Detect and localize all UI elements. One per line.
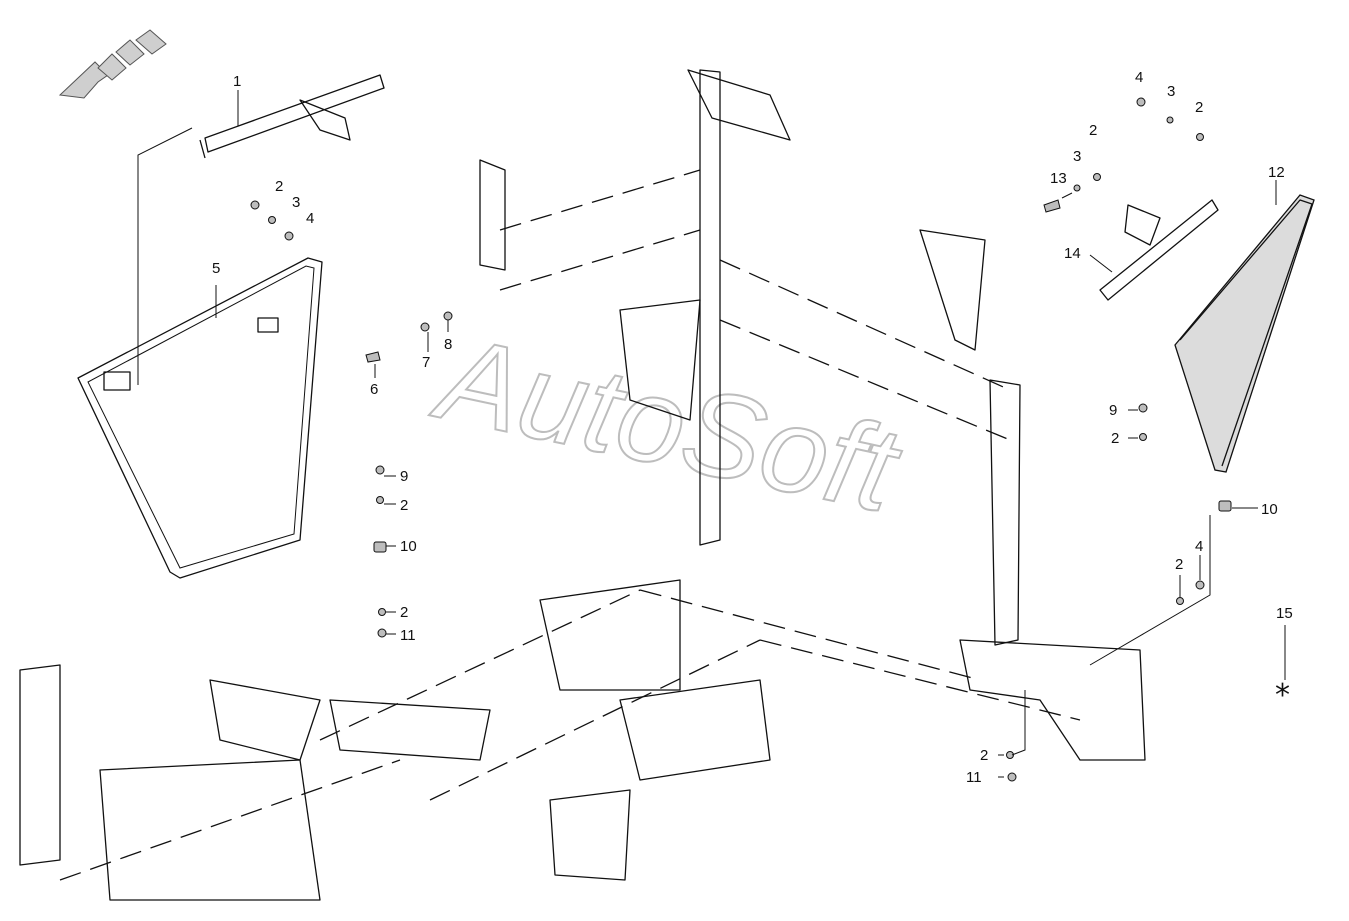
callout-1: 1 — [233, 73, 241, 90]
hardware — [250, 97, 1232, 782]
callout-13: 13 — [1050, 170, 1067, 187]
callout-2e: 2 — [1089, 122, 1097, 139]
callout-10: 10 — [400, 538, 417, 555]
callout-7: 7 — [422, 354, 430, 371]
callout-11: 11 — [400, 627, 416, 644]
callout-3b: 3 — [1167, 83, 1175, 100]
leader-lines — [137, 90, 1286, 778]
upper-frame — [479, 69, 1021, 646]
callout-3: 3 — [292, 194, 300, 211]
callout-9b: 9 — [1109, 402, 1117, 419]
callout-2d: 2 — [1195, 99, 1203, 116]
callout-10b: 10 — [1261, 501, 1278, 518]
part-5-side-panel — [77, 257, 323, 579]
callout-9: 9 — [400, 468, 408, 485]
callout-2b: 2 — [400, 497, 408, 514]
callout-6: 6 — [370, 381, 378, 398]
callout-4b: 4 — [1135, 69, 1143, 86]
callout-2c: 2 — [400, 604, 408, 621]
callout-14: 14 — [1064, 245, 1081, 262]
direction-arrow-icon — [58, 29, 167, 99]
callout-2h: 2 — [980, 747, 988, 764]
asterisk-mark: * — [1275, 678, 1290, 713]
callout-2g: 2 — [1175, 556, 1183, 573]
callout-2: 2 — [275, 178, 283, 195]
callout-12: 12 — [1268, 164, 1285, 181]
callout-15: 15 — [1276, 605, 1293, 622]
callouts: 1 2 3 4 5 6 7 8 9 2 10 2 11 4 3 2 2 3 13… — [212, 69, 1293, 786]
callout-2f: 2 — [1111, 430, 1119, 447]
part-14-bracket — [1099, 199, 1219, 301]
callout-4c: 4 — [1195, 538, 1203, 555]
callout-3c: 3 — [1073, 148, 1081, 165]
callout-4: 4 — [306, 210, 314, 227]
callout-5: 5 — [212, 260, 220, 277]
lower-frame — [19, 579, 1146, 901]
part-12-side-panel — [1174, 194, 1315, 473]
part-1-bracket — [199, 74, 385, 159]
callout-8: 8 — [444, 336, 452, 353]
callout-11b: 11 — [966, 769, 982, 786]
watermark: AutoSoft — [423, 309, 912, 538]
